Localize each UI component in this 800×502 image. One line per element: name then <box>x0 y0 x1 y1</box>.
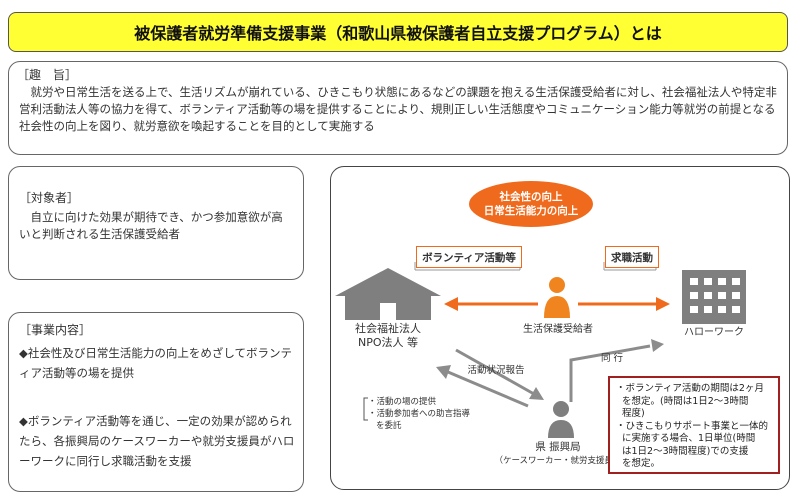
office-line-1: 県 振興局 <box>535 441 581 453</box>
welfare-label: 社会福祉法人 NPO法人 等 <box>340 322 436 350</box>
commission-line-1: ・活動の場の提供 <box>368 397 437 407</box>
goal-ellipse <box>469 181 593 227</box>
volunteer-tag: ボランティア活動等 <box>416 246 522 268</box>
commission-line-3: を委託 <box>376 421 402 431</box>
recipient-label: 生活保護受給者 <box>523 324 593 335</box>
note-line-2: を想定。(時間は1日2～3時間 <box>622 395 749 407</box>
purpose-heading: ［趣 旨］ <box>17 68 78 82</box>
page-title: 被保護者就労準備支援事業（和歌山県被保護者自立支援プログラム）とは <box>8 12 788 52</box>
note-line-5: に実施する場合、1日単位(時間 <box>622 433 756 444</box>
goal-line-1: 社会性の向上 <box>499 191 563 203</box>
welfare-line-1: 社会福祉法人 <box>355 322 421 335</box>
volunteer-arrow <box>444 297 538 311</box>
office-person-icon <box>548 401 574 438</box>
report-arrow <box>455 348 544 400</box>
target-text: 自立に向けた効果が期待でき、かつ参加意欲が高いと判断される生活保護受給者 <box>19 210 283 241</box>
building-icon <box>682 270 746 324</box>
hellowork-label: ハローワーク <box>684 327 744 338</box>
house-icon <box>335 268 441 320</box>
content-item-2: ◆ボランティア活動等を通じ、一定の効果が認められたら、各振興局のケースワーカーや… <box>19 414 295 468</box>
commission-arrow <box>436 365 529 408</box>
office-label: 県 振興局 （ケースワーカー・就労支援員） <box>488 440 628 468</box>
content-box: ［事業内容］ ◆社会性及び日常生活能力の向上をめざしてボランティア活動等の場を提… <box>8 312 304 492</box>
office-line-2: （ケースワーカー・就労支援員） <box>494 456 622 466</box>
accompany-arrow <box>569 339 664 402</box>
goal-label: 社会性の向上 日常生活能力の向上 <box>469 190 593 218</box>
note-line-4: ・ひきこもりサポート事業と一体的 <box>616 420 769 432</box>
note-line-3: 程度) <box>622 408 645 419</box>
job-search-tag: 求職活動 <box>605 246 659 268</box>
welfare-line-2: NPO法人 等 <box>357 336 419 349</box>
note-line-6: は1日2～3時間程度)での支援 <box>622 445 749 457</box>
note-line-1: ・ボランティア活動の期間は2ヶ月 <box>616 383 764 394</box>
purpose-text: 就労や日常生活を送る上で、生活リズムが崩れている、ひきこもり状態にあるなどの課題… <box>19 85 777 133</box>
purpose-box: ［趣 旨］ 就労や日常生活を送る上で、生活リズムが崩れている、ひきこもり状態にあ… <box>8 61 788 155</box>
report-label: 活動状況報告 <box>467 365 525 376</box>
recipient-person-icon <box>544 277 570 318</box>
target-box: ［対象者］ 自立に向けた効果が期待でき、かつ参加意欲が高いと判断される生活保護受… <box>8 166 304 280</box>
job-search-arrow <box>578 297 670 311</box>
commission-line-2: ・活動参加者への助言指導 <box>368 409 471 419</box>
content-heading: ［事業内容］ <box>19 323 92 337</box>
note-line-7: を想定。 <box>622 458 661 469</box>
accompany-label: 同 行 <box>600 353 624 364</box>
goal-line-2: 日常生活能力の向上 <box>483 205 579 217</box>
period-note: ・ボランティア活動の期間は2ヶ月 を想定。(時間は1日2～3時間 程度) ・ひき… <box>608 376 780 474</box>
target-heading: ［対象者］ <box>19 191 80 205</box>
content-item-1: ◆社会性及び日常生活能力の向上をめざしてボランティア活動等の場を提供 <box>19 346 292 380</box>
commission-note: ・活動の場の提供 ・活動参加者への助言指導 を委託 <box>368 396 498 432</box>
commission-bracket <box>363 397 368 421</box>
